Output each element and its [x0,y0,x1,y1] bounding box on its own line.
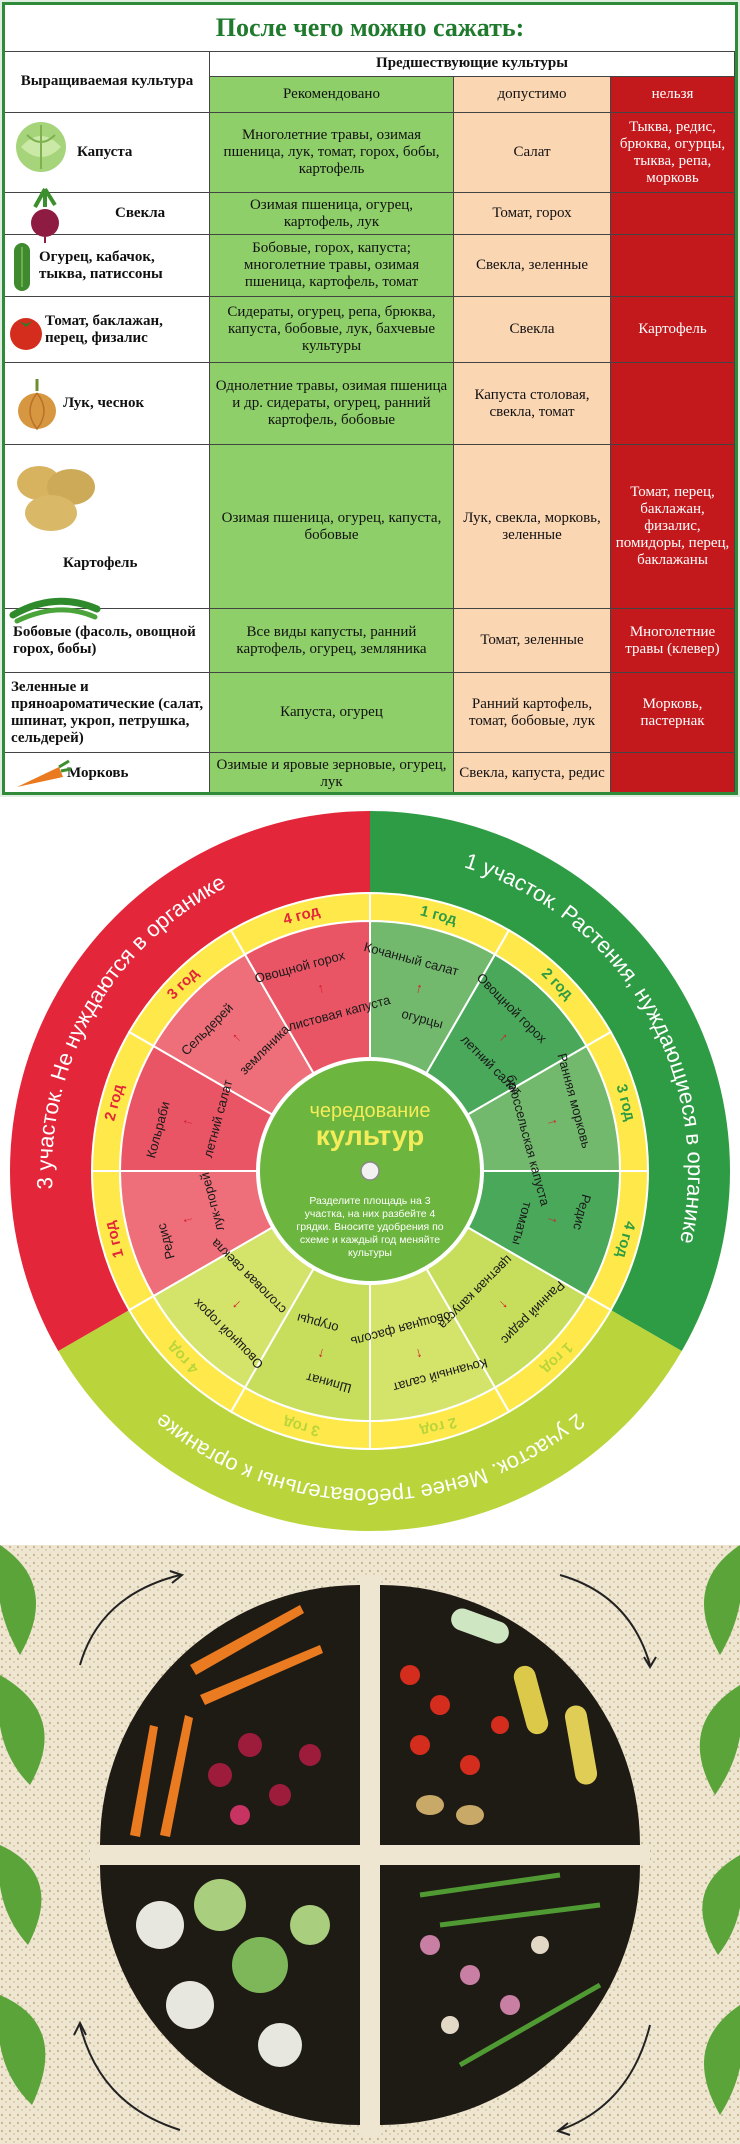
row-cucumber-no [611,235,735,297]
row-legumes-name: Бобовые (фасоль, овощной горох, бобы) [5,609,210,673]
header-crop: Выращиваемая культура [5,51,210,113]
row-cucumber-ok: Свекла, зеленные [454,235,611,297]
center-title-1: чередование [309,1100,430,1122]
row-cucumber-rec: Бобовые, горох, капуста; многолетние тра… [210,235,454,297]
row-onion-name: Лук, чеснок [5,363,210,445]
row-potato-no: Томат, перец, баклажан, физалис, помидор… [611,445,735,609]
bean-icon [9,597,101,624]
crop-rotation-table-section: После чего можно сажать: Выращиваемая ку… [0,0,740,797]
potato-icon [17,466,95,531]
row-greens-ok: Ранний картофель, томат, бобовые, лук [454,673,611,753]
wheel-zone-3 [9,811,370,1351]
rotation-arrow-icon: ↑ [180,1214,196,1225]
garden-plot-icon [0,1545,740,2144]
row-carrot-no [611,753,735,792]
row-legumes-rec: Все виды капусты, ранний картофель, огур… [210,609,454,673]
row-greens-no: Морковь, пастернак [611,673,735,753]
row-cabbage-ok: Салат [454,113,611,193]
row-beet-rec: Озимая пшеница, огурец, картофель, лук [210,193,454,235]
row-potato-name: Картофель [5,445,210,609]
row-greens-name: Зеленные и пряноароматические (салат, шп… [5,673,210,753]
row-potato-ok: Лук, свекла, морковь, зеленные [454,445,611,609]
row-greens-rec: Капуста, огурец [210,673,454,753]
rotation-arrow-icon: ↑ [544,1214,560,1225]
header-prev: Предшествующие культуры [210,51,735,77]
rotation-arrow-icon: ↑ [316,981,327,997]
row-cabbage-name: Капуста [5,113,210,193]
rotation-arrow-icon: ↑ [316,1345,327,1361]
garden-quadrant-roots [100,1585,360,1845]
beet-icon [31,187,59,243]
header-recommended: Рекомендовано [210,77,454,113]
row-beet-no [611,193,735,235]
wheel-zone-1 [370,811,730,1351]
cabbage-icon [16,122,66,172]
row-onion-ok: Капуста столовая, свекла, томат [454,363,611,445]
center-pin [360,1161,380,1181]
center-instructions: Разделите площадь на 3 участка, на них р… [296,1195,444,1259]
row-cabbage-no: Тыква, редис, брюква, огурцы, тыква, реп… [611,113,735,193]
row-legumes-ok: Томат, зеленные [454,609,611,673]
row-onion-no [611,363,735,445]
row-tomato-name: Томат, баклажан, перец, физалис [5,297,210,363]
row-tomato-no: Картофель [611,297,735,363]
garden-quadrant-fruits [380,1585,640,1845]
carrot-icon [17,759,71,787]
row-beet-name: Свекла [5,193,210,235]
cucumber-icon [14,243,30,291]
wheel-center: чередование культур Разделите площадь на… [256,1057,484,1285]
row-onion-rec: Однолетние травы, озимая пшеница и др. с… [210,363,454,445]
rotation-arrow-icon: ↑ [413,981,424,997]
header-forbidden: нельзя [611,77,735,113]
table-title: После чего можно сажать: [5,5,735,52]
row-carrot-rec: Озимые и яровые зерновые, огурец, лук [210,753,454,792]
row-potato-rec: Озимая пшеница, огурец, капуста, бобовые [210,445,454,609]
rotation-arrow-icon: ↑ [544,1117,560,1128]
row-cabbage-rec: Многолетние травы, озимая пшеница, лук, … [210,113,454,193]
wheel-zone-2 [58,1310,682,1531]
center-title-2: культур [316,1120,424,1151]
header-allowed: допустимо [454,77,611,113]
row-tomato-ok: Свекла [454,297,611,363]
center-instructions-box: Разделите площадь на 3 участка, на них р… [296,1195,444,1259]
row-carrot-name: Морковь [5,753,210,792]
rotation-arrow-icon: ↑ [180,1117,196,1128]
row-beet-ok: Томат, горох [454,193,611,235]
row-tomato-rec: Сидераты, огурец, репа, брюква, капуста,… [210,297,454,363]
row-legumes-no: Многолетние травы (клевер) [611,609,735,673]
crop-rotation-table: После чего можно сажать: Выращиваемая ку… [2,2,738,795]
garden-illustration [0,1545,740,2144]
tomato-icon [10,318,42,350]
row-cucumber-name: Огурец, кабачок, тыква, патиссоны [5,235,210,297]
rotation-arrow-icon: ↑ [413,1345,424,1361]
row-carrot-ok: Свекла, капуста, редис [454,753,611,792]
onion-icon [18,379,56,431]
